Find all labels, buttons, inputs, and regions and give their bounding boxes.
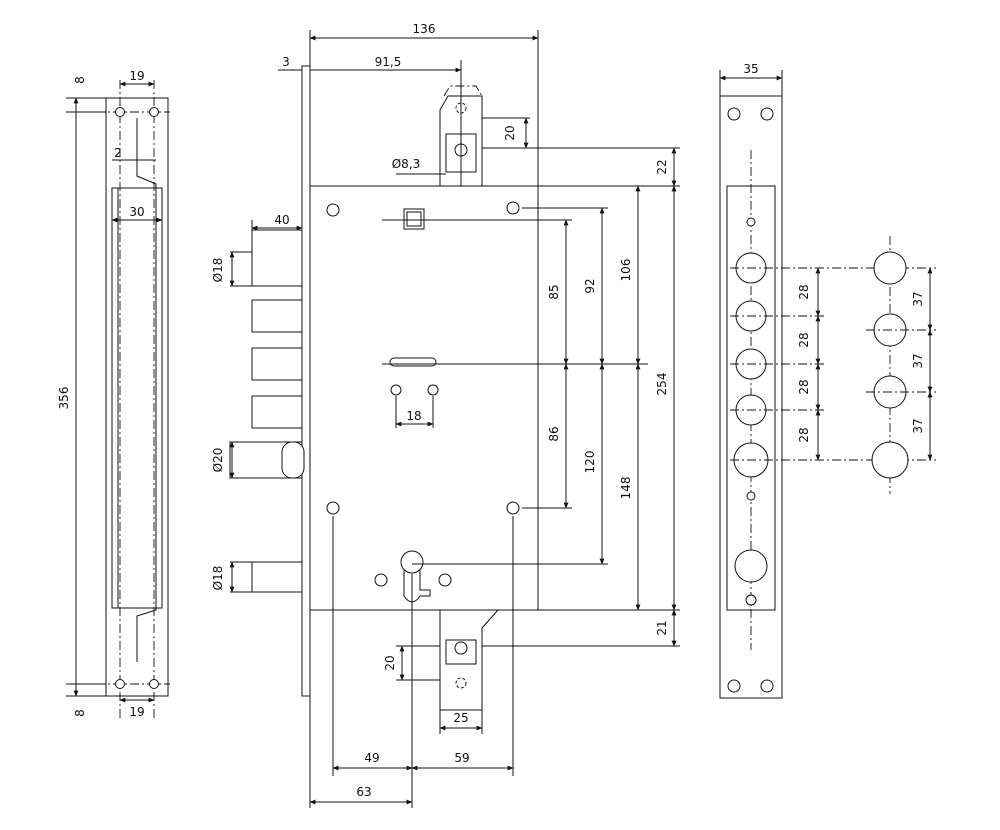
- pin-right: [427, 384, 439, 396]
- strip-flange-bends: [136, 118, 157, 662]
- dim-bolt-bottom-diameter: Ø18: [211, 566, 225, 591]
- strip-hole-bottom-left: [115, 679, 125, 689]
- latch-head: [281, 441, 305, 479]
- dim-86: 86: [547, 426, 561, 441]
- dim-85: 85: [547, 284, 561, 299]
- strip-body: [111, 187, 163, 609]
- dim-92: 92: [583, 278, 597, 293]
- dim-49: 49: [364, 751, 379, 765]
- dim-bolt-projection: 40: [274, 213, 289, 227]
- dim-top-gap: 22: [655, 159, 669, 174]
- dim-top-cam: 20: [503, 125, 517, 140]
- keyhole-top: [400, 550, 424, 574]
- keyhole-screw-right: [438, 573, 452, 587]
- strip-hole-bottom-right: [149, 679, 159, 689]
- top-cam-outline: [439, 95, 483, 186]
- case-hole-bottom-left: [326, 501, 340, 515]
- dim-pin-diameter: Ø8,3: [392, 157, 421, 171]
- alt-bolt-4: [871, 441, 909, 479]
- case-hole-top-left: [326, 203, 340, 217]
- lock-dimensions: 136 3 91,5 Ø8,3 20 22 40 Ø18 Ø20 Ø: [211, 22, 680, 808]
- bolt-bottom: [251, 561, 303, 593]
- dim-bottom-hole-spacing: 19: [129, 705, 144, 719]
- dim-spacing-28-a: 28: [797, 284, 811, 299]
- bolt-2: [251, 299, 303, 333]
- bolt-3: [251, 347, 303, 381]
- bottom-cam-pin: [454, 641, 468, 655]
- front-plate-outline: [719, 95, 783, 699]
- dim-bottom-offset: 8: [73, 709, 87, 717]
- dim-overall-width: 136: [413, 22, 436, 36]
- dim-strip-height: 356: [57, 387, 71, 410]
- dim-bottom-cam: 20: [383, 655, 397, 670]
- dim-faceplate: 3: [282, 55, 290, 69]
- right-front-plate: 35 28 28 28 28: [719, 62, 936, 699]
- dim-spacing-28-b: 28: [797, 332, 811, 347]
- dim-top-offset: 8: [73, 76, 87, 84]
- dim-bolt-mid-diameter: Ø20: [211, 448, 225, 473]
- bolt-column-alt: 37 37 37: [866, 236, 936, 494]
- dim-flange: 2: [114, 146, 122, 160]
- lock-body: [229, 65, 539, 711]
- dim-148: 148: [619, 477, 633, 500]
- center-slot: [389, 357, 437, 367]
- plate-bottom-bolt: [734, 549, 768, 583]
- dim-bolt-top-diameter: Ø18: [211, 258, 225, 283]
- dim-strip-width: 30: [129, 205, 144, 219]
- dim-spacing-37-c: 37: [911, 418, 925, 433]
- faceplate: [301, 65, 311, 697]
- keyhole-body: [403, 570, 431, 603]
- dim-plate-width: 35: [743, 62, 758, 76]
- spindle-square: [403, 208, 425, 230]
- dim-spacing-28-d: 28: [797, 427, 811, 442]
- pin-left: [390, 384, 402, 396]
- case-hole-bottom-right: [506, 501, 520, 515]
- dim-120: 120: [583, 451, 597, 474]
- dim-59: 59: [454, 751, 469, 765]
- dim-pin-spacing: 18: [406, 409, 421, 423]
- strip-hole-top-right: [149, 107, 159, 117]
- dim-254: 254: [655, 373, 669, 396]
- bottom-cam-outline: [439, 609, 499, 711]
- bolt-4: [251, 395, 303, 429]
- lock-case: [309, 185, 539, 611]
- dim-spindle-offset: 91,5: [375, 55, 402, 69]
- dim-spacing-37-a: 37: [911, 291, 925, 306]
- dim-spacing-28-c: 28: [797, 379, 811, 394]
- left-strike-strip: 19 8 2 30 356 8 19: [57, 69, 170, 720]
- dim-106: 106: [619, 259, 633, 282]
- strip-hole-top-left: [115, 107, 125, 117]
- dim-63: 63: [356, 785, 371, 799]
- alt-bolt-1: [873, 251, 907, 285]
- case-hole-top-right: [506, 201, 520, 215]
- strip-outline: [105, 97, 169, 697]
- dim-top-hole-spacing: 19: [129, 69, 144, 83]
- bolt-top: [251, 229, 303, 287]
- dim-bottom-gap: 21: [655, 620, 669, 635]
- keyhole-screw-left: [374, 573, 388, 587]
- dim-spacing-37-b: 37: [911, 353, 925, 368]
- dim-bottom-cam-width: 25: [453, 711, 468, 725]
